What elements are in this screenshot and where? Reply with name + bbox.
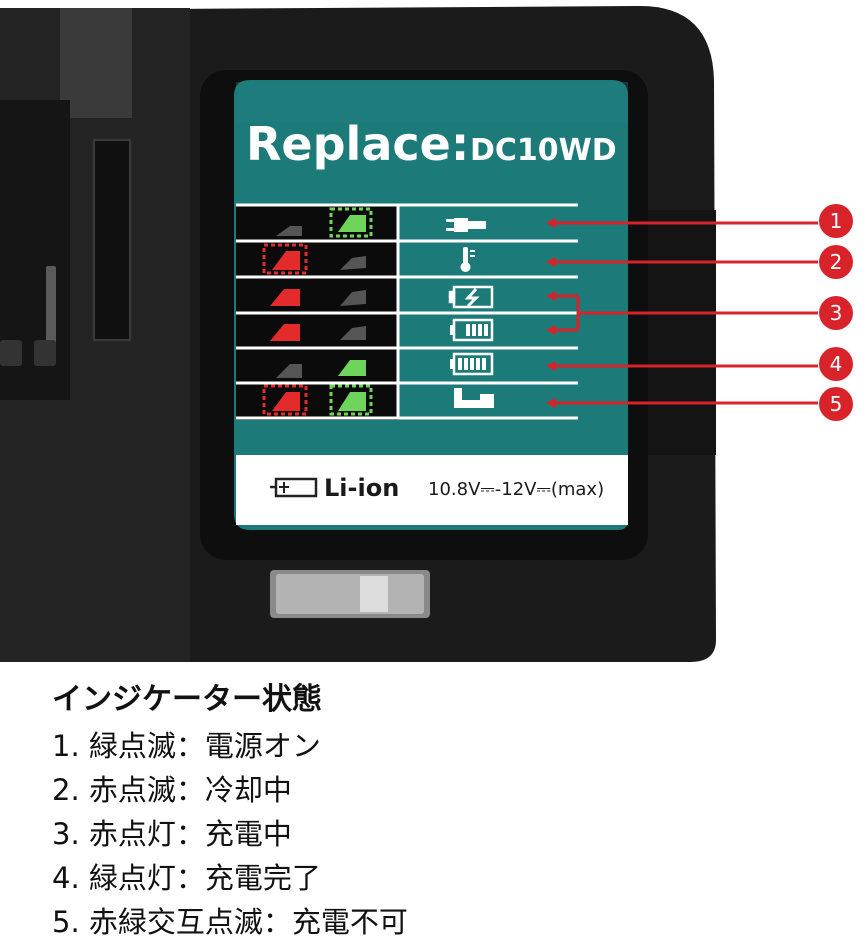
led-off bbox=[340, 290, 366, 306]
indicator-table bbox=[236, 203, 578, 420]
battery-full-icon bbox=[450, 352, 494, 376]
plug-icon bbox=[446, 218, 486, 232]
voltage-label: 10.8V⎓-12V⎓(max) bbox=[428, 479, 604, 500]
battery-symbol-icon bbox=[270, 477, 318, 498]
legend-line: 4. 緑点灯：充電完了 bbox=[52, 861, 321, 895]
callout-number: 4 bbox=[830, 352, 843, 376]
callout-1: 1 bbox=[819, 204, 853, 238]
thermometer-icon bbox=[460, 247, 475, 272]
led-red-blinking bbox=[272, 392, 300, 411]
charger-photo: Replace: DC10WD bbox=[0, 6, 853, 662]
led-green-blink-outline bbox=[329, 384, 373, 416]
battery-partial-icon bbox=[450, 318, 494, 342]
callout-number: 5 bbox=[830, 392, 843, 416]
callout-lines bbox=[546, 218, 818, 408]
chemistry-label: Li-ion bbox=[324, 474, 399, 502]
legend-line: 2. 赤点滅：冷却中 bbox=[52, 773, 292, 807]
led-red bbox=[270, 289, 300, 306]
led-off bbox=[340, 326, 366, 340]
led-green-blinking bbox=[338, 392, 366, 411]
indicator-legend: インジケーター状態 1. 緑点滅：電源オン 2. 赤点滅：冷却中 3. 赤点灯：… bbox=[52, 676, 832, 944]
legend-line: 1. 緑点滅：電源オン bbox=[52, 729, 321, 763]
callout-2: 2 bbox=[819, 245, 853, 279]
panel-heading-model: DC10WD bbox=[470, 133, 617, 168]
led-red-blink-outline bbox=[262, 243, 308, 275]
led-off bbox=[276, 226, 302, 236]
led-off bbox=[276, 364, 302, 378]
legend-line: 3. 赤点灯：充電中 bbox=[52, 817, 292, 851]
led-green-blinking bbox=[338, 215, 366, 232]
led-red bbox=[270, 324, 300, 341]
callout-3: 3 bbox=[819, 296, 853, 330]
callout-4: 4 bbox=[819, 347, 853, 381]
panel-heading-word: Replace: bbox=[246, 117, 469, 171]
led-green bbox=[338, 360, 366, 376]
led-red-blinking bbox=[272, 251, 300, 270]
callout-number: 1 bbox=[830, 209, 843, 233]
callout-number: 3 bbox=[830, 301, 843, 325]
callout-number: 2 bbox=[830, 250, 843, 274]
callout-5: 5 bbox=[819, 387, 853, 421]
battery-charging-icon bbox=[448, 285, 494, 309]
led-off bbox=[340, 256, 366, 270]
led-red-blink-outline bbox=[262, 384, 308, 416]
legend-title: インジケーター状態 bbox=[52, 682, 322, 717]
led-green-blink-outline bbox=[329, 207, 373, 238]
battery-insert-icon bbox=[454, 388, 494, 408]
legend-line: 5. 赤緑交互点滅：充電不可 bbox=[52, 905, 408, 939]
